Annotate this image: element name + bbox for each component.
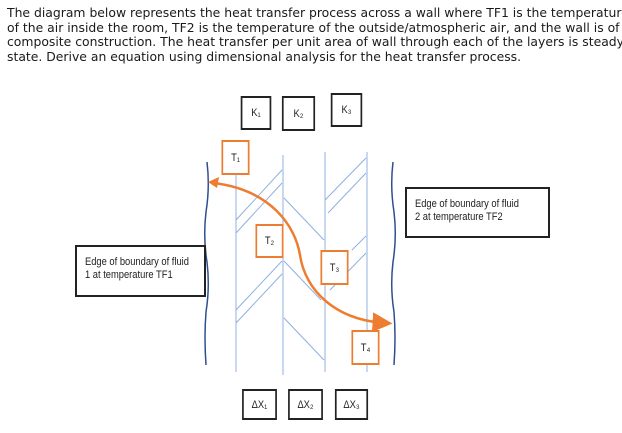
dx3-label: ΔX₃ [334, 389, 369, 420]
right-fluid-boundary [390, 161, 397, 366]
k1-label: K₁ [240, 96, 272, 130]
right-boundary-note: Edge of boundary of fluid 2 at temperatu… [405, 187, 550, 238]
dx2-label: ΔX₂ [288, 389, 323, 420]
t4-label: T₄ [351, 330, 380, 365]
question-line: The diagram below represents the heat tr… [7, 5, 622, 20]
left-fluid-boundary [203, 161, 210, 366]
t2-label: T₂ [255, 224, 284, 258]
question-line: state. Derive an equation using dimensio… [7, 48, 522, 64]
dx1-label: ΔX₁ [242, 389, 277, 420]
note-line: 2 at temperature TF2 [415, 211, 503, 223]
note-line: 1 at temperature TF1 [85, 269, 173, 281]
arrowhead-left [208, 177, 219, 188]
note-line: Edge of boundary of fluid [415, 198, 519, 210]
question-text: The diagram below represents the heat tr… [7, 5, 622, 64]
k3-label: K₃ [330, 93, 363, 127]
heat-flow-arrow [213, 181, 393, 333]
question-line: of the air inside the room, TF2 is the t… [7, 19, 620, 35]
left-boundary-note: Edge of boundary of fluid 1 at temperatu… [75, 245, 206, 297]
t1-label: T₁ [221, 140, 250, 175]
t3-label: T₃ [320, 250, 349, 285]
k2-label: K₂ [281, 96, 316, 131]
note-line: Edge of boundary of fluid [85, 256, 189, 268]
question-line: composite construction. The heat transfe… [7, 34, 622, 50]
